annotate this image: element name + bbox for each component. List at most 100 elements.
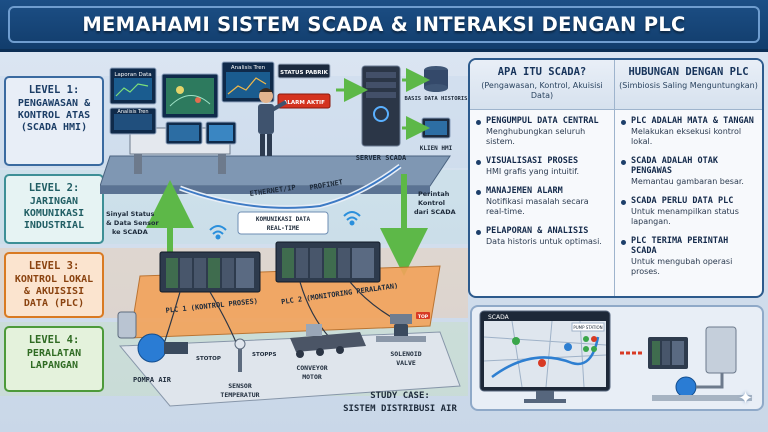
level-3-label: LEVEL 3: KONTROL LOKAL & AKUISISI DATA (…	[4, 252, 104, 318]
banner-frame	[8, 6, 760, 43]
komunikasi-label-1: KOMUNIKASI DATA	[256, 216, 311, 223]
tag-top: TOP	[418, 314, 429, 320]
perintah-label-1: Perintah	[418, 190, 450, 198]
server-scada: SERVER SCADA	[356, 65, 407, 162]
title-banner: MEMAHAMI SISTEM SCADA & INTERAKSI DENGAN…	[0, 0, 768, 52]
list-item-title: SCADA PERLU DATA PLC	[631, 196, 734, 206]
sinyal-label-3: ke SCADA	[112, 228, 148, 236]
solenoid-valve-icon: TOP SOLENOID VALVE	[376, 312, 430, 367]
conveyor-motor-icon: CONVEYOR MOTOR	[290, 324, 366, 381]
scada-list: PENGUMPUL DATA CENTRAL Menghubungkan sel…	[470, 110, 614, 247]
klien-hmi-label: KLIEN HMI	[420, 145, 453, 152]
sinyal-label-2: & Data Sensor	[106, 219, 160, 227]
wifi-icon-left	[209, 225, 227, 240]
screen-label-analisis-1: Analisis Tren	[117, 109, 148, 115]
list-item: MANAJEMEN ALARM Notifikasi masalah secar…	[476, 186, 609, 217]
status-pabrik-text: STATUS PABRIK	[280, 70, 328, 76]
list-item-desc: Data historis untuk optimasi.	[486, 237, 602, 246]
plc-column-header: HUBUNGAN DENGAN PLC (Simbiosis Saling Me…	[615, 60, 762, 110]
alarm-aktif-board: ALARM AKTIF	[277, 93, 331, 109]
komunikasi-label-2: REAL-TIME	[267, 225, 300, 232]
list-item-desc: Notifikasi masalah secara real-time.	[486, 197, 589, 216]
sensor-temperatur-icon: SENSOR TEMPERATUR	[220, 338, 260, 399]
study-case-svg: SCADA PUMP STATION	[479, 310, 752, 403]
list-item-title: VISUALISASI PROSES	[486, 156, 579, 166]
list-item-title: PLC ADALAH MATA & TANGAN	[631, 116, 754, 126]
level-3-number: LEVEL 3:	[28, 260, 80, 272]
tag-stop-1: STOTOP	[196, 356, 221, 362]
plc-list: PLC ADALAH MATA & TANGAN Melakukan eksek…	[615, 110, 762, 277]
list-item: PLC TERIMA PERINTAH SCADA Untuk mengubah…	[621, 236, 757, 277]
komunikasi-data-box: KOMUNIKASI DATA REAL-TIME	[237, 211, 329, 235]
status-pabrik-board: STATUS PABRIK	[277, 63, 331, 79]
info-panel: APA ITU SCADA? (Pengawasan, Kontrol, Aku…	[468, 58, 764, 298]
study-case-sub-label: SISTEM DISTRIBUSI AIR	[343, 404, 457, 414]
basis-data-label: BASIS DATA HISTORIS	[405, 96, 468, 102]
scada-column-header: APA ITU SCADA? (Pengawasan, Kontrol, Aku…	[470, 60, 614, 110]
level-4-label: LEVEL 4: PERALATAN LAPANGAN	[4, 326, 104, 392]
list-item-desc: Melakukan eksekusi kontrol lokal.	[631, 127, 742, 146]
level-4-number: LEVEL 4:	[28, 334, 80, 346]
server-scada-label: SERVER SCADA	[356, 154, 407, 162]
list-item-title: PELAPORAN & ANALISIS	[486, 226, 589, 236]
list-item-desc: Untuk menampilkan status lapangan.	[631, 207, 739, 226]
list-item-desc: Untuk mengubah operasi proses.	[631, 257, 733, 276]
scada-screen-title: SCADA	[488, 314, 510, 321]
panel-scada-column: APA ITU SCADA? (Pengawasan, Kontrol, Aku…	[470, 60, 615, 296]
list-item: PELAPORAN & ANALISIS Data historis untuk…	[476, 226, 609, 247]
list-item-desc: HMI grafis yang intuitif.	[486, 167, 580, 176]
screen-label-laporan: Laporan Data	[114, 72, 151, 78]
level-2-label: LEVEL 2: JARINGAN KOMUNIKASI INDUSTRIAL	[4, 174, 104, 244]
monitor-map	[161, 73, 219, 119]
conveyor-label-2: MOTOR	[302, 373, 322, 381]
wifi-icon-right	[343, 211, 361, 226]
list-item-title: PLC TERIMA PERINTAH SCADA	[631, 236, 729, 256]
database-icon: BASIS DATA HISTORIS	[405, 66, 468, 102]
sinyal-label-1: Sinyal Status	[106, 210, 155, 218]
level-4-name: PERALATAN LAPANGAN	[26, 348, 82, 371]
scada-architecture-diagram: Laporan Data Analisis Tren Analisis Tren…	[100, 61, 468, 414]
monitor-desk-small	[165, 121, 237, 145]
scada-column-title: APA ITU SCADA?	[497, 66, 587, 78]
tag-stop-2: STOPPS	[252, 352, 276, 358]
list-item-title: SCADA ADALAH OTAK PENGAWAS	[631, 156, 718, 176]
valve-label-2: VALVE	[396, 359, 416, 367]
plc-column-subtitle: (Simbiosis Saling Menguntungkan)	[619, 81, 758, 90]
pompa-air-icon: POMPA AIR	[117, 311, 188, 384]
plc-column-title: HUBUNGAN DENGAN PLC	[628, 66, 749, 78]
list-item-title: MANAJEMEN ALARM	[486, 186, 563, 196]
list-item: SCADA PERLU DATA PLC Untuk menampilkan s…	[621, 196, 757, 227]
level-1-label: LEVEL 1: PENGAWASAN & KONTROL ATAS (SCAD…	[4, 76, 104, 166]
list-item: PENGUMPUL DATA CENTRAL Menghubungkan sel…	[476, 116, 609, 147]
study-case-label: STUDY CASE:	[370, 391, 430, 401]
case-pump	[675, 376, 697, 398]
list-item-title: PENGUMPUL DATA CENTRAL	[486, 116, 599, 126]
monitor-laporan-data: Laporan Data	[109, 67, 157, 105]
hmi-client-icon: KLIEN HMI	[420, 117, 453, 152]
scada-column-subtitle: (Pengawasan, Kontrol, Akuisisi Data)	[481, 81, 603, 100]
alarm-aktif-text: ALARM AKTIF	[283, 100, 325, 106]
list-item: VISUALISASI PROSES HMI grafis yang intui…	[476, 156, 609, 177]
perintah-label-2: Kontrol	[418, 199, 445, 207]
valve-label-1: SOLENOID	[390, 350, 421, 358]
level-3-name: KONTROL LOKAL & AKUISISI DATA (PLC)	[14, 274, 94, 309]
monitor-analisis-tren-1: Analisis Tren	[109, 107, 157, 135]
list-item-desc: Menghubungkan seluruh sistem.	[486, 127, 586, 146]
screen-label-analisis-2: Analisis Tren	[231, 65, 266, 71]
pompa-air-label: POMPA AIR	[133, 376, 172, 384]
perintah-label-3: dari SCADA	[414, 208, 456, 216]
plc-1-rack: PLC 1 (KONTROL PROSES)	[159, 251, 261, 315]
list-item: PLC ADALAH MATA & TANGAN Melakukan eksek…	[621, 116, 757, 147]
sensor-label-2: TEMPERATUR	[220, 391, 259, 399]
sensor-label-1: SENSOR	[228, 382, 252, 390]
level-2-name: JARINGAN KOMUNIKASI INDUSTRIAL	[23, 196, 85, 231]
level-1-name: PENGAWASAN & KONTROL ATAS (SCADA HMI)	[17, 98, 91, 133]
conveyor-label-1: CONVEYOR	[296, 364, 327, 372]
pump-station-label: PUMP STATION	[573, 325, 602, 330]
level-1-number: LEVEL 1:	[28, 84, 80, 96]
list-item: SCADA ADALAH OTAK PENGAWAS Memantau gamb…	[621, 156, 757, 187]
list-item-desc: Memantau gambaran besar.	[631, 177, 744, 186]
level-2-number: LEVEL 2:	[28, 182, 80, 194]
operator-figure	[258, 88, 287, 156]
study-case-illustration: SCADA PUMP STATION	[470, 305, 764, 411]
